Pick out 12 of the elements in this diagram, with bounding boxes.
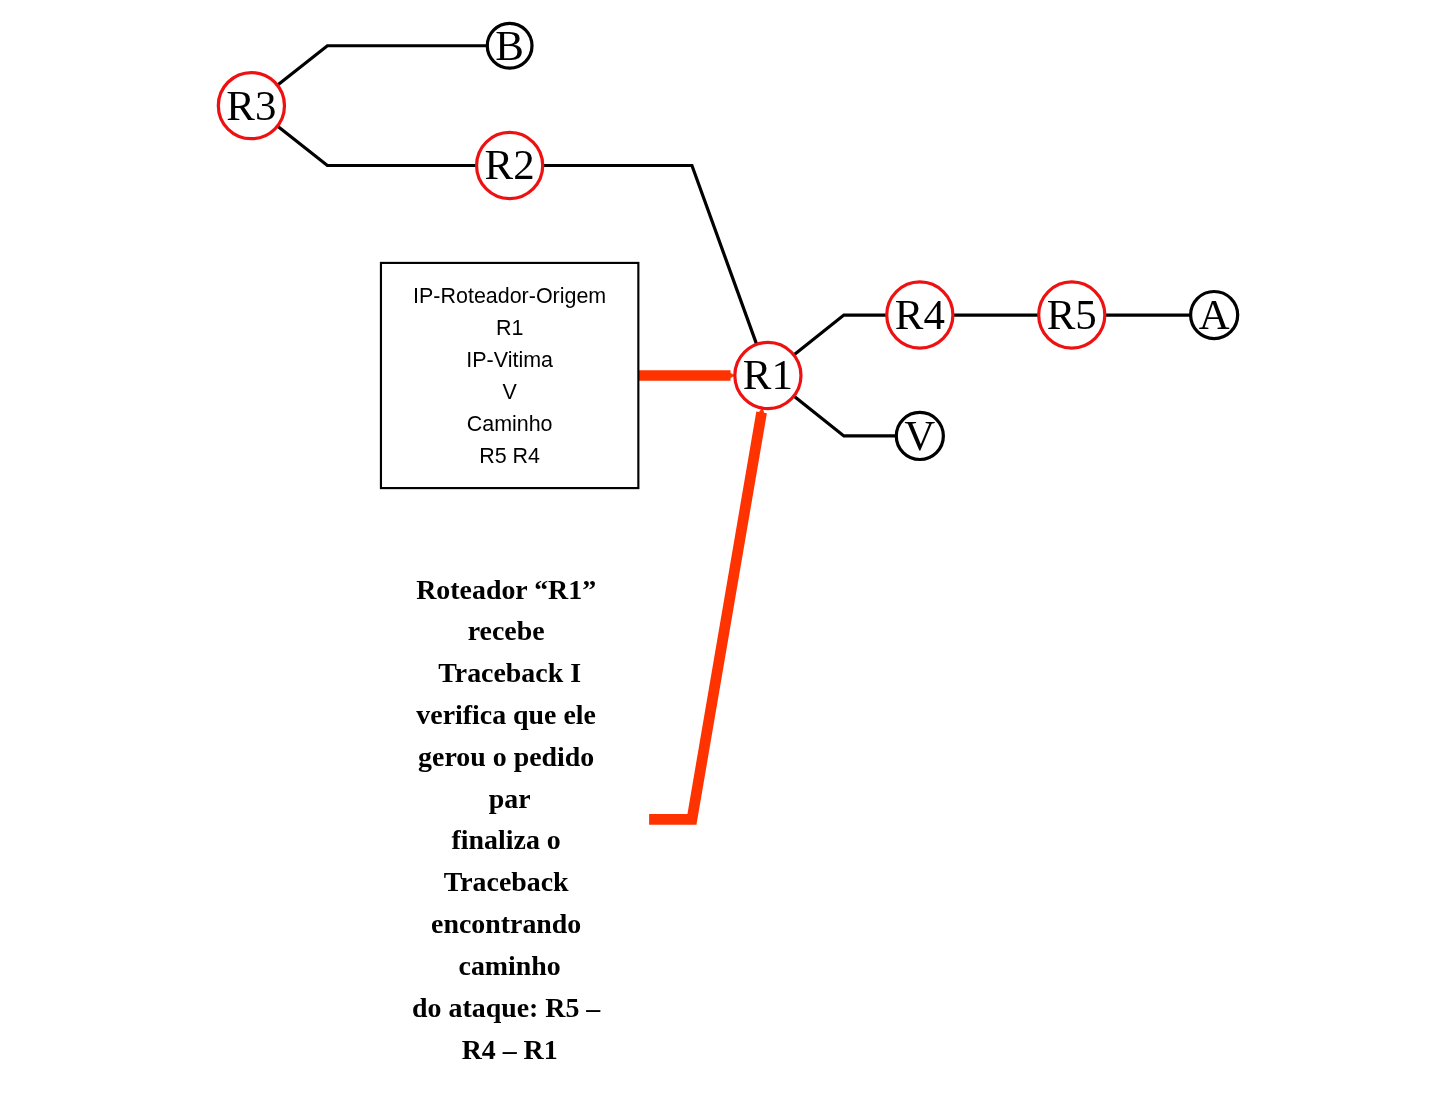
arrow [649,407,767,825]
node-box: IP-Roteador-Origem R1 IP-Vitima V Caminho R5 R4 [379,261,640,490]
arrow [638,370,736,381]
node-text: Roteador “R1” recebe Traceback I verifica que ele gerou o pedido par finaliza o Traceback encontrando caminho do ataque: R5 – R4 – R1 [412,573,601,1065]
node-circle: R2 [474,130,545,201]
node-circle: R1 [733,340,803,411]
node-circle: R3 [216,70,287,141]
node-circle: A [1189,289,1240,341]
node-circle: B [485,21,534,70]
node-circle: V [894,410,945,462]
node-circle: R5 [1037,280,1107,350]
node-circle: R4 [885,280,955,350]
